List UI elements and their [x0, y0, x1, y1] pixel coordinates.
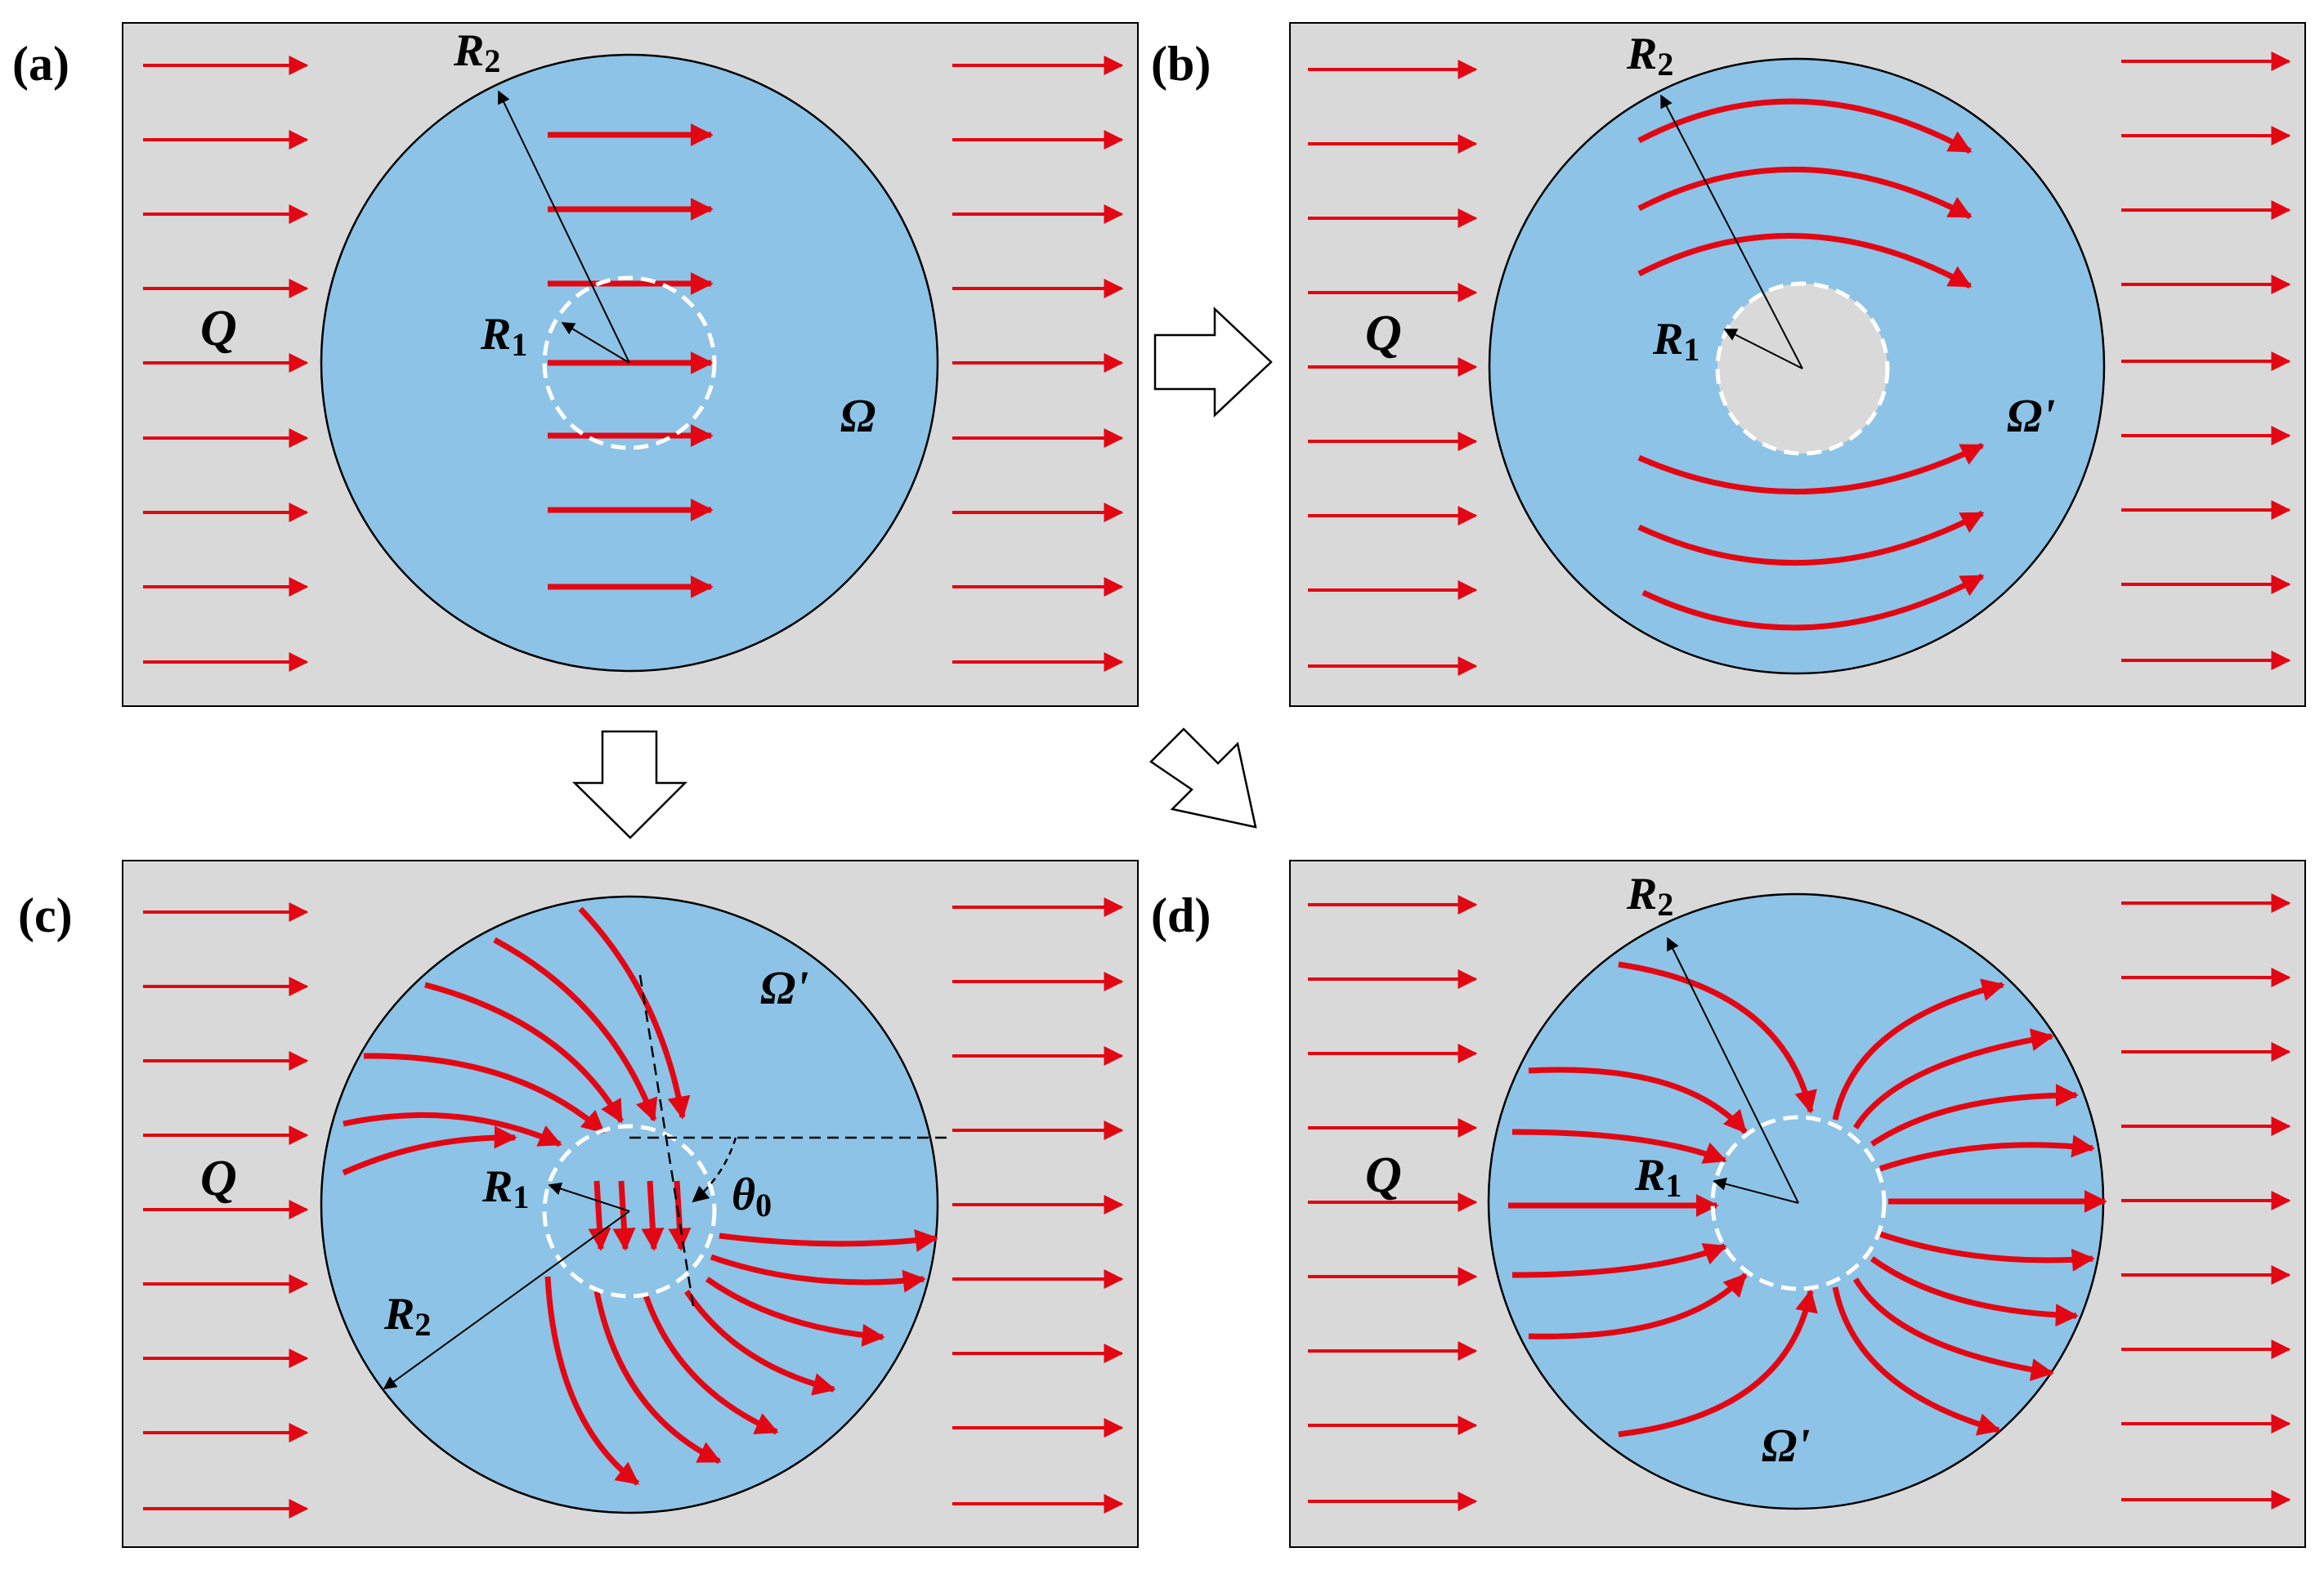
r1-label: R1: [480, 309, 527, 363]
r1-radius-line: [548, 1182, 630, 1212]
right-flux-arrows: [2121, 51, 2291, 670]
left-flux-arrows: [143, 902, 309, 1519]
panel-label: (a): [12, 37, 69, 91]
diagonal-hollow-arrow-icon: [1149, 727, 1257, 829]
r2-label: R2: [383, 1289, 431, 1343]
left-flux-arrows: [143, 56, 309, 672]
panel-c: (c) R1 R2 θ0 Q Ω': [18, 860, 1139, 1548]
region-omega-label: Ω': [2007, 389, 2055, 442]
r1-label: R1: [481, 1161, 529, 1215]
r2-label: R2: [1626, 869, 1673, 923]
right-flux-arrows: [2121, 893, 2291, 1510]
converging-flux-arrows: [1508, 961, 1818, 1438]
flux-q-label: Q: [200, 301, 237, 356]
left-flux-arrows: [1308, 60, 1478, 676]
region-omega-label: Ω': [760, 961, 808, 1014]
r1-label: R1: [1652, 314, 1699, 368]
right-flux-arrows: [952, 56, 1124, 672]
down-hollow-arrow-icon: [571, 730, 688, 839]
rotated-axis-line: [638, 974, 695, 1307]
panel-label: (d): [1151, 888, 1211, 942]
flux-q-label: Q: [1365, 306, 1402, 361]
outer-region-circle: [320, 895, 939, 1514]
panel-d: (d) R2 R1 Q Ω': [1151, 860, 2306, 1548]
right-hollow-arrow-icon: [1153, 306, 1273, 418]
r2-radius-line: [383, 1210, 630, 1389]
inner-dashed-circle: [542, 1124, 717, 1299]
r2-label: R2: [1626, 29, 1673, 83]
region-omega-label: Ω: [840, 389, 875, 442]
region-omega-label: Ω': [1762, 1419, 1810, 1472]
theta-arc: [692, 1137, 737, 1203]
inner-dashed-circle: [542, 275, 717, 450]
r2-radius-line: [498, 90, 630, 364]
r2-radius-line: [1660, 94, 1803, 369]
r2-label: R2: [453, 25, 500, 79]
bent-flux-arrows: [1637, 98, 1985, 631]
panel-label: (c): [18, 888, 73, 942]
panel-label: (b): [1151, 37, 1211, 91]
theta-label: θ0: [732, 1170, 772, 1223]
right-flux-arrows: [952, 897, 1124, 1514]
r1-radius-line: [1713, 1177, 1799, 1204]
flux-q-label: Q: [1365, 1147, 1402, 1203]
diverging-flux-arrows: [1832, 978, 2107, 1436]
panel-b: (b) R2 R1 Q Ω': [1151, 22, 2306, 707]
r1-radius-line: [561, 322, 630, 364]
panel-a: (a) R2 R1 Q Ω: [12, 22, 1139, 707]
r1-label: R1: [1634, 1150, 1681, 1204]
inner-dashed-circle: [1710, 1115, 1887, 1291]
flux-q-label: Q: [200, 1151, 237, 1206]
left-flux-arrows: [1308, 895, 1478, 1511]
r1-radius-line: [1723, 329, 1803, 369]
r2-radius-line: [1667, 937, 1799, 1204]
